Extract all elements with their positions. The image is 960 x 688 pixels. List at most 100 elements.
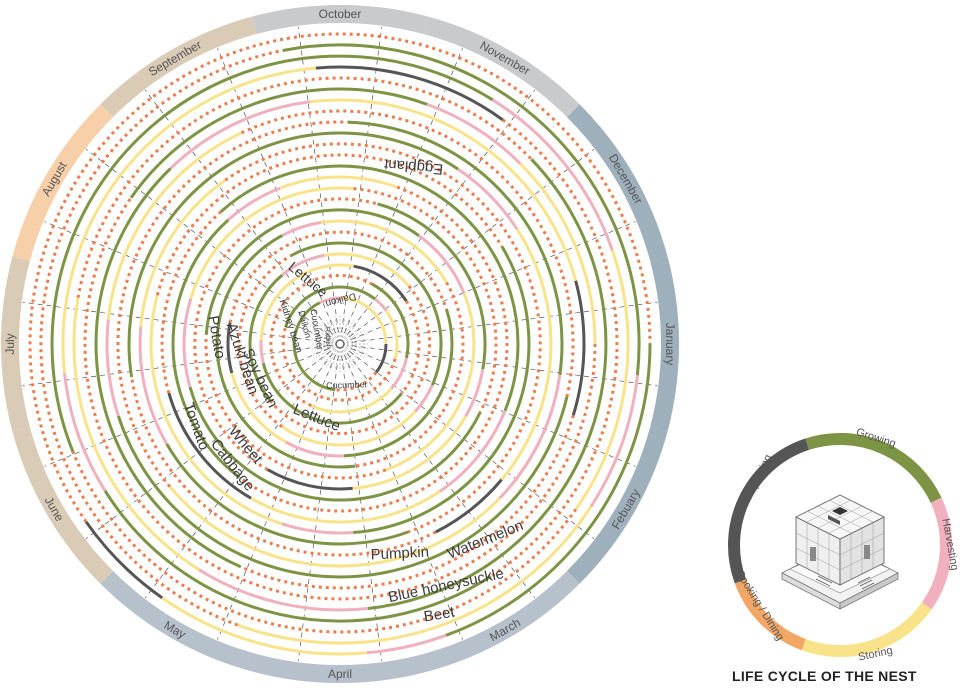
life-cycle-diagram: Growing Harvesting Storing Cooking / Din… xyxy=(728,426,960,664)
storing-arc xyxy=(61,66,317,374)
storing-arc xyxy=(310,98,578,282)
phase-label-composting: Composting xyxy=(738,453,775,511)
dormant-arc xyxy=(224,142,542,534)
harvesting-arc xyxy=(464,368,485,418)
growing-arc xyxy=(284,285,377,328)
storing-arc xyxy=(320,219,448,284)
growing-arc xyxy=(353,245,531,534)
month-label: November xyxy=(478,38,533,78)
dormant-arc xyxy=(240,414,575,590)
harvesting-arc xyxy=(284,440,344,458)
harvesting-arc xyxy=(281,221,322,237)
month-ring-segment xyxy=(12,427,114,584)
storing-arc xyxy=(237,505,593,645)
dormant-arc xyxy=(130,376,437,557)
crop-label-pumpkin: Pumpkin xyxy=(370,543,429,563)
storing-arc xyxy=(384,309,399,360)
storing-arc xyxy=(250,490,441,524)
month-label: January xyxy=(663,323,677,366)
month-label: April xyxy=(328,667,352,681)
storing-arc xyxy=(279,175,398,190)
grid-line xyxy=(349,351,595,540)
storing-arc xyxy=(281,410,417,447)
life-cycle-segment xyxy=(801,602,932,657)
dormant-arc xyxy=(354,281,465,468)
harvesting-arc xyxy=(198,568,368,612)
storing-arc xyxy=(385,293,476,472)
month-ring xyxy=(0,4,680,684)
month-label: August xyxy=(39,159,70,199)
growing-arc xyxy=(103,490,492,623)
grid-line xyxy=(217,354,336,640)
harvesting-arc xyxy=(426,102,522,165)
crop-rings xyxy=(28,32,652,656)
grid-line xyxy=(349,148,595,337)
month-label: July xyxy=(3,333,17,354)
grid-line xyxy=(341,355,383,662)
crop-label-watermelon: Watermelon xyxy=(445,517,526,563)
life-cycle-segment xyxy=(921,497,952,610)
dormant-arc xyxy=(116,120,348,488)
storing-arc xyxy=(324,252,411,288)
harvesting-arc xyxy=(366,633,447,655)
dormant-arc xyxy=(238,185,509,513)
harvesting-arc xyxy=(417,234,466,295)
crop-label-beet: Beet xyxy=(423,603,457,625)
growing-arc xyxy=(282,43,641,376)
harvesting-arc xyxy=(498,374,562,500)
harvesting-arc xyxy=(227,186,281,222)
storing-arc xyxy=(149,294,283,526)
month-ring-segment xyxy=(650,256,680,432)
growing-arc xyxy=(367,158,608,610)
storing-arc xyxy=(352,415,467,490)
harvesting-arc xyxy=(281,253,325,277)
life-cycle-ring xyxy=(728,432,952,657)
harvesting-arc xyxy=(105,319,120,417)
dormant-arc xyxy=(83,196,597,601)
life-cycle-title: LIFE CYCLE OF THE NEST xyxy=(732,668,917,684)
growing-arc xyxy=(371,282,410,359)
nest-building-icon xyxy=(781,494,899,610)
crop-label-kidney-bean: Kidney bean xyxy=(277,298,305,354)
harvesting-arc xyxy=(259,339,265,364)
storing-arc xyxy=(139,178,227,327)
storing-arc xyxy=(168,485,501,568)
dormant-arc xyxy=(204,334,387,480)
life-cycle-segment xyxy=(728,438,810,584)
growing-arc xyxy=(215,234,356,469)
harvesting-arc xyxy=(390,357,408,390)
harvesting-arc xyxy=(413,384,434,413)
life-cycle-segment xyxy=(734,579,806,651)
growing-arc xyxy=(188,386,482,502)
composting-arc xyxy=(571,280,586,416)
storing-arc xyxy=(341,296,388,345)
crop-label-potato: Potato xyxy=(204,314,228,360)
month-ring-segment xyxy=(423,570,580,672)
month-label: December xyxy=(606,152,646,207)
month-label: October xyxy=(319,7,362,21)
month-ring-segment xyxy=(252,654,428,684)
composting-arc xyxy=(353,264,408,302)
growing-arc xyxy=(290,241,443,386)
growing-arc xyxy=(445,343,652,637)
month-label: September xyxy=(146,37,204,78)
growing-arc xyxy=(171,218,241,479)
composting-arc xyxy=(84,520,164,600)
growing-arc xyxy=(204,208,420,335)
storing-arc xyxy=(310,387,393,414)
storing-arc xyxy=(519,162,597,345)
growing-arc xyxy=(248,273,284,403)
harvesting-arc xyxy=(438,410,507,493)
harvesting-arc xyxy=(374,297,388,312)
month-ring-segment xyxy=(100,570,257,672)
growing-arc xyxy=(165,443,409,546)
storing-arc xyxy=(230,372,287,444)
dormant-arc xyxy=(39,49,284,627)
growing-arc xyxy=(261,362,403,425)
growing-arc xyxy=(127,131,459,378)
composting-arc xyxy=(315,65,504,122)
harvesting-arc xyxy=(457,167,519,230)
storing-arc xyxy=(161,596,368,656)
dormant-arc xyxy=(335,371,378,392)
dormant-arc xyxy=(490,118,619,578)
